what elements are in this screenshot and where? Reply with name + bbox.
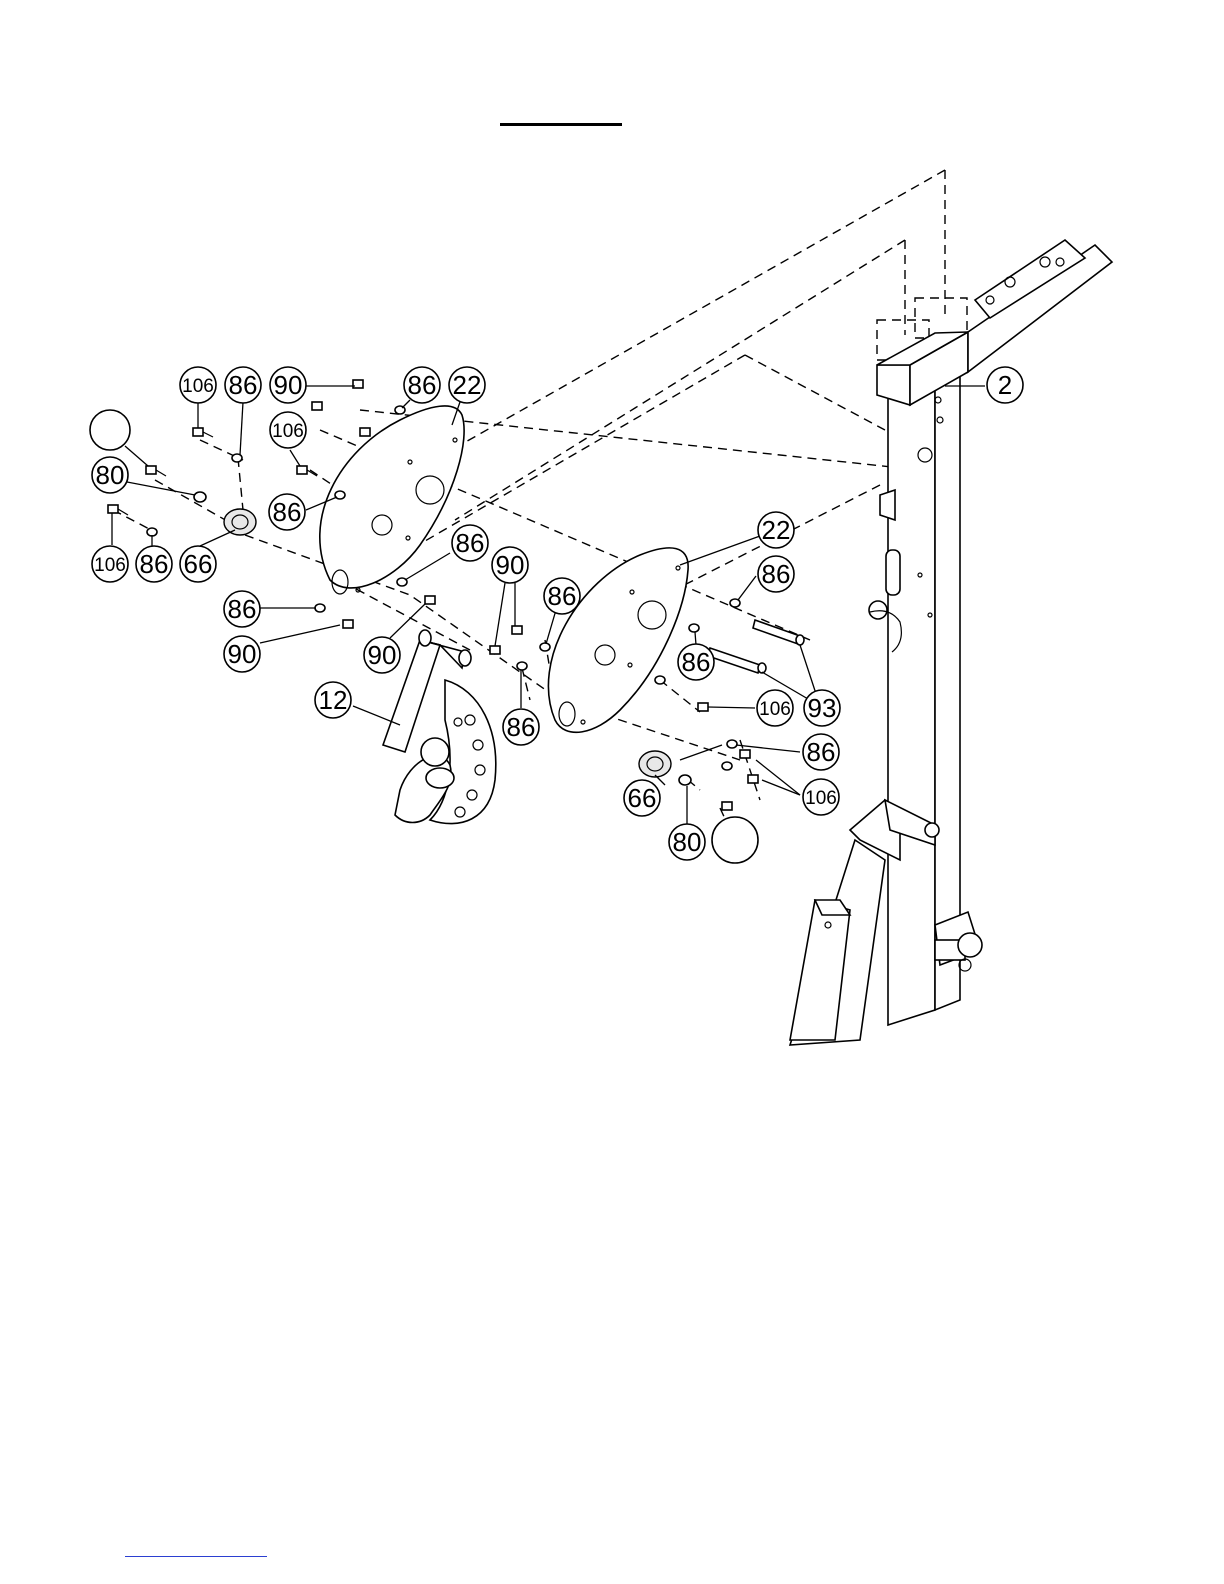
- callout-22: 22: [449, 367, 485, 403]
- callout-12: 12: [315, 682, 351, 718]
- callout-label: 86: [140, 549, 169, 579]
- callout-label: 66: [184, 549, 213, 579]
- callout-106: 106: [803, 779, 839, 815]
- callout-86: 86: [404, 367, 440, 403]
- callout-label: 86: [456, 528, 485, 558]
- callout-label: 80: [673, 827, 702, 857]
- callout-label: 12: [319, 685, 348, 715]
- callout-2: 2: [987, 367, 1023, 403]
- callout-66: 66: [180, 546, 216, 582]
- callout-80: 80: [92, 457, 128, 493]
- footer-rule: [125, 1556, 267, 1557]
- callout-106: 106: [92, 546, 128, 582]
- callout-86: 86: [225, 367, 261, 403]
- callout-90: 90: [270, 367, 306, 403]
- assembly-guide-lines: [113, 170, 967, 840]
- callout-label: 90: [274, 370, 303, 400]
- callout-86: 86: [136, 546, 172, 582]
- callout-22: 22: [758, 512, 794, 548]
- callout-label: 86: [807, 737, 836, 767]
- callout-90: 90: [492, 547, 528, 583]
- callout-label: 86: [682, 647, 711, 677]
- callout-label: 2: [998, 370, 1012, 400]
- callout-label: 90: [496, 550, 525, 580]
- callout-86: 86: [224, 591, 260, 627]
- callout-label: 106: [759, 699, 791, 720]
- callout-106: 106: [270, 412, 306, 448]
- callout-106: 106: [180, 367, 216, 403]
- callout-label: 86: [229, 370, 258, 400]
- callout-label: 106: [94, 555, 126, 576]
- callout-label: 86: [273, 497, 302, 527]
- left-bearing: [224, 509, 256, 535]
- callout-90: 90: [364, 637, 400, 673]
- callout-80: 80: [669, 824, 705, 860]
- callout-label: 86: [228, 594, 257, 624]
- callout-label: 86: [507, 712, 536, 742]
- callout-90: 90: [224, 636, 260, 672]
- callout-86: 86: [503, 709, 539, 745]
- callout-106: 106: [757, 690, 793, 726]
- callout-86: 86: [269, 494, 305, 530]
- callout-label: 80: [96, 460, 125, 490]
- callout-label: 22: [453, 370, 482, 400]
- callout-93: 93: [804, 690, 840, 726]
- callout-86: 86: [803, 734, 839, 770]
- callout-label: 90: [228, 639, 257, 669]
- callout-label: 90: [368, 640, 397, 670]
- callout-label: 66: [628, 783, 657, 813]
- callout-86: 86: [678, 644, 714, 680]
- callout-label: 86: [408, 370, 437, 400]
- left-side-plate: [320, 406, 464, 594]
- callout-label: 22: [762, 515, 791, 545]
- callout-86: 86: [758, 556, 794, 592]
- callout-label: 86: [548, 581, 577, 611]
- callout-label: 106: [272, 421, 304, 442]
- right-side-plate: [548, 548, 688, 732]
- callout-label: 106: [182, 376, 214, 397]
- callout-label: 106: [805, 788, 837, 809]
- right-bearing: [639, 751, 671, 777]
- callout-66: 66: [624, 780, 660, 816]
- frame-upright: [790, 240, 1112, 1045]
- callout-label: 93: [808, 693, 837, 723]
- callout-label: 86: [762, 559, 791, 589]
- callout-86: 86: [452, 525, 488, 561]
- callout-86: 86: [544, 578, 580, 614]
